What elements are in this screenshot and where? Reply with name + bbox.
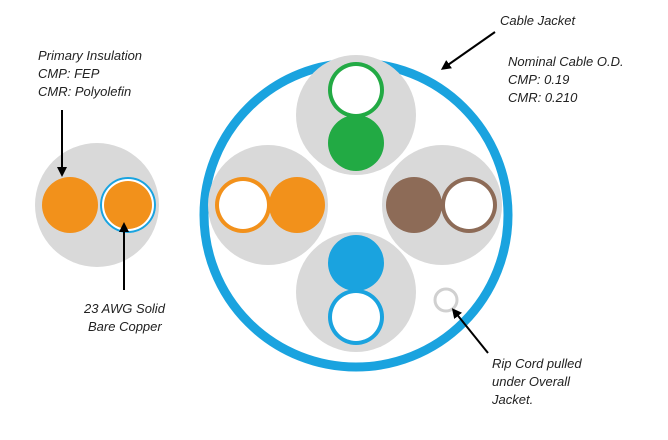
rip-cord-label: Rip Cord pulled under Overall Jacket. <box>491 356 582 407</box>
primary-insulation-cmr: CMR: Polyolefin <box>38 84 131 99</box>
pair-brown-solid-conductor <box>386 177 442 233</box>
conductor-label-line2: Bare Copper <box>88 319 162 334</box>
primary-insulation-label: Primary Insulation CMP: FEP CMR: Polyole… <box>38 48 142 99</box>
pair-blue-solid-conductor <box>328 235 384 291</box>
rip-cord-label-line3: Jacket. <box>491 392 533 407</box>
conductor-label-line1: 23 AWG Solid <box>83 301 166 316</box>
pair-detail <box>35 143 159 267</box>
pair-detail-orange-conductor <box>42 177 98 233</box>
nominal-od-label: Nominal Cable O.D. CMP: 0.19 CMR: 0.210 <box>508 54 624 105</box>
pair-green-stripe-conductor <box>332 66 380 114</box>
pair-orange-stripe-conductor <box>219 181 267 229</box>
rip-cord-label-line2: under Overall <box>492 374 571 389</box>
nominal-od-cmp: CMP: 0.19 <box>508 72 569 87</box>
pair-blue <box>296 232 416 352</box>
cable-jacket-arrow <box>440 31 496 70</box>
pair-brown <box>382 145 502 265</box>
primary-insulation-heading: Primary Insulation <box>38 48 142 63</box>
pair-blue-stripe-conductor <box>332 293 380 341</box>
nominal-od-heading: Nominal Cable O.D. <box>508 54 624 69</box>
pair-brown-stripe-conductor <box>445 181 493 229</box>
cable-jacket-label: Cable Jacket <box>500 13 577 28</box>
rip-cord <box>433 287 459 313</box>
pair-detail-copper-conductor <box>104 181 152 229</box>
rip-cord-label-line1: Rip Cord pulled <box>492 356 582 371</box>
pair-orange <box>208 145 328 265</box>
pair-detail-insulation-outline <box>100 177 156 233</box>
conductor-label: 23 AWG Solid Bare Copper <box>83 301 166 334</box>
nominal-od-cmr: CMR: 0.210 <box>508 90 578 105</box>
rip-cord-arrow <box>451 308 489 354</box>
pair-green-solid-conductor <box>328 115 384 171</box>
pair-orange-solid-conductor <box>269 177 325 233</box>
cable-cross-section <box>199 55 513 372</box>
primary-insulation-cmp: CMP: FEP <box>38 66 100 81</box>
pair-green <box>296 55 416 175</box>
